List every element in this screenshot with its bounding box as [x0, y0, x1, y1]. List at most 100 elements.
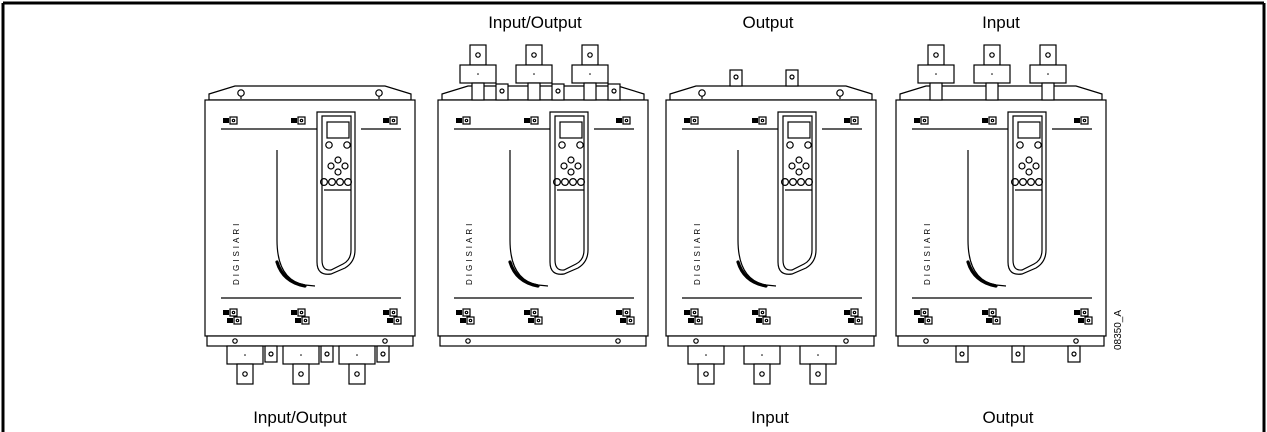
control-terminal	[688, 316, 703, 325]
nav-left-icon	[788, 162, 796, 170]
busbar-terminal	[917, 44, 955, 101]
control-terminal	[986, 316, 1001, 325]
busbar-terminal	[282, 345, 320, 385]
control-terminal	[460, 316, 475, 325]
control-terminal	[616, 308, 631, 317]
control-terminal	[223, 116, 238, 125]
unit-top-cover	[669, 85, 873, 101]
unit-top-cover	[208, 85, 412, 101]
mounting-tab	[376, 345, 390, 363]
mounting-tab	[1011, 345, 1025, 363]
figure-reference: 08350_A	[1113, 310, 1124, 350]
busbar-terminal	[338, 345, 376, 385]
front-panel-edge	[966, 260, 998, 288]
function-button-icon	[560, 178, 569, 187]
function-button-icon	[1035, 178, 1044, 187]
control-terminal	[387, 316, 402, 325]
busbar-terminal	[687, 345, 725, 385]
busbar-terminal	[571, 44, 609, 101]
mounting-tab	[1067, 345, 1081, 363]
keypad-housing	[549, 111, 589, 275]
control-terminal	[752, 116, 767, 125]
control-terminal	[291, 116, 306, 125]
control-terminal	[528, 316, 543, 325]
control-terminal	[620, 316, 635, 325]
busbar-terminal	[799, 345, 837, 385]
starter-unit-2: DIGISIARI	[437, 44, 649, 347]
unit-body	[895, 99, 1107, 337]
brand-label: DIGISIARI	[232, 221, 241, 285]
control-terminal	[227, 316, 242, 325]
function-button-icon	[327, 178, 336, 187]
control-terminal	[295, 316, 310, 325]
control-terminal	[456, 308, 471, 317]
nav-up-icon	[795, 156, 803, 164]
nav-down-icon	[1025, 168, 1033, 176]
control-terminal	[914, 308, 929, 317]
unit-body	[437, 99, 649, 337]
control-terminal	[982, 308, 997, 317]
keypad-module	[1007, 111, 1047, 275]
keypad-module	[777, 111, 817, 275]
control-terminal	[684, 116, 699, 125]
control-terminal	[1074, 116, 1089, 125]
front-panel-edge	[508, 260, 540, 288]
unit4-top-label: Input	[982, 13, 1020, 32]
mounting-tab	[607, 83, 621, 101]
control-terminal	[844, 116, 859, 125]
function-button-icon	[797, 178, 806, 187]
display-screen	[326, 121, 350, 139]
nav-up-icon	[334, 156, 342, 164]
button-icon	[325, 141, 333, 149]
control-terminal	[291, 308, 306, 317]
starter-unit-1: DIGISIARI	[204, 85, 416, 385]
nav-left-icon	[327, 162, 335, 170]
function-button-icon	[1010, 178, 1019, 187]
keypad-housing	[1007, 111, 1047, 275]
unit3-top-label: Output	[742, 13, 793, 32]
function-button-icon	[552, 178, 561, 187]
control-terminal	[524, 116, 539, 125]
nav-right-icon	[574, 162, 582, 170]
unit1-bottom-label: Input/Output	[253, 408, 347, 427]
busbar-terminal	[226, 345, 264, 385]
button-icon	[1016, 141, 1024, 149]
function-button-icon	[780, 178, 789, 187]
control-terminal	[982, 116, 997, 125]
front-panel-edge	[736, 260, 768, 288]
keypad-housing	[316, 111, 356, 275]
function-button-icon	[344, 178, 353, 187]
keypad-module	[316, 111, 356, 275]
nav-down-icon	[334, 168, 342, 176]
nav-down-icon	[795, 168, 803, 176]
mounting-tab	[551, 83, 565, 101]
mounting-tab	[264, 345, 278, 363]
nav-right-icon	[802, 162, 810, 170]
display-screen	[559, 121, 583, 139]
brand-label: DIGISIARI	[693, 221, 702, 285]
nav-right-icon	[341, 162, 349, 170]
control-terminal	[383, 308, 398, 317]
unit-body	[204, 99, 416, 337]
function-button-icon	[319, 178, 328, 187]
unit-bottom-strip	[206, 335, 414, 347]
function-button-icon	[805, 178, 814, 187]
busbar-terminal	[743, 345, 781, 385]
nav-down-icon	[567, 168, 575, 176]
function-button-icon	[577, 178, 586, 187]
control-terminal	[616, 116, 631, 125]
function-button-icon	[336, 178, 345, 187]
button-icon	[576, 141, 584, 149]
control-terminal	[456, 116, 471, 125]
control-terminal	[684, 308, 699, 317]
keypad-housing	[777, 111, 817, 275]
starter-unit-4: DIGISIARI	[895, 44, 1107, 363]
unit2-top-label: Input/Output	[488, 13, 582, 32]
function-button-icon	[1027, 178, 1036, 187]
control-terminal	[223, 308, 238, 317]
mounting-tab	[495, 83, 509, 101]
keypad-module	[549, 111, 589, 275]
